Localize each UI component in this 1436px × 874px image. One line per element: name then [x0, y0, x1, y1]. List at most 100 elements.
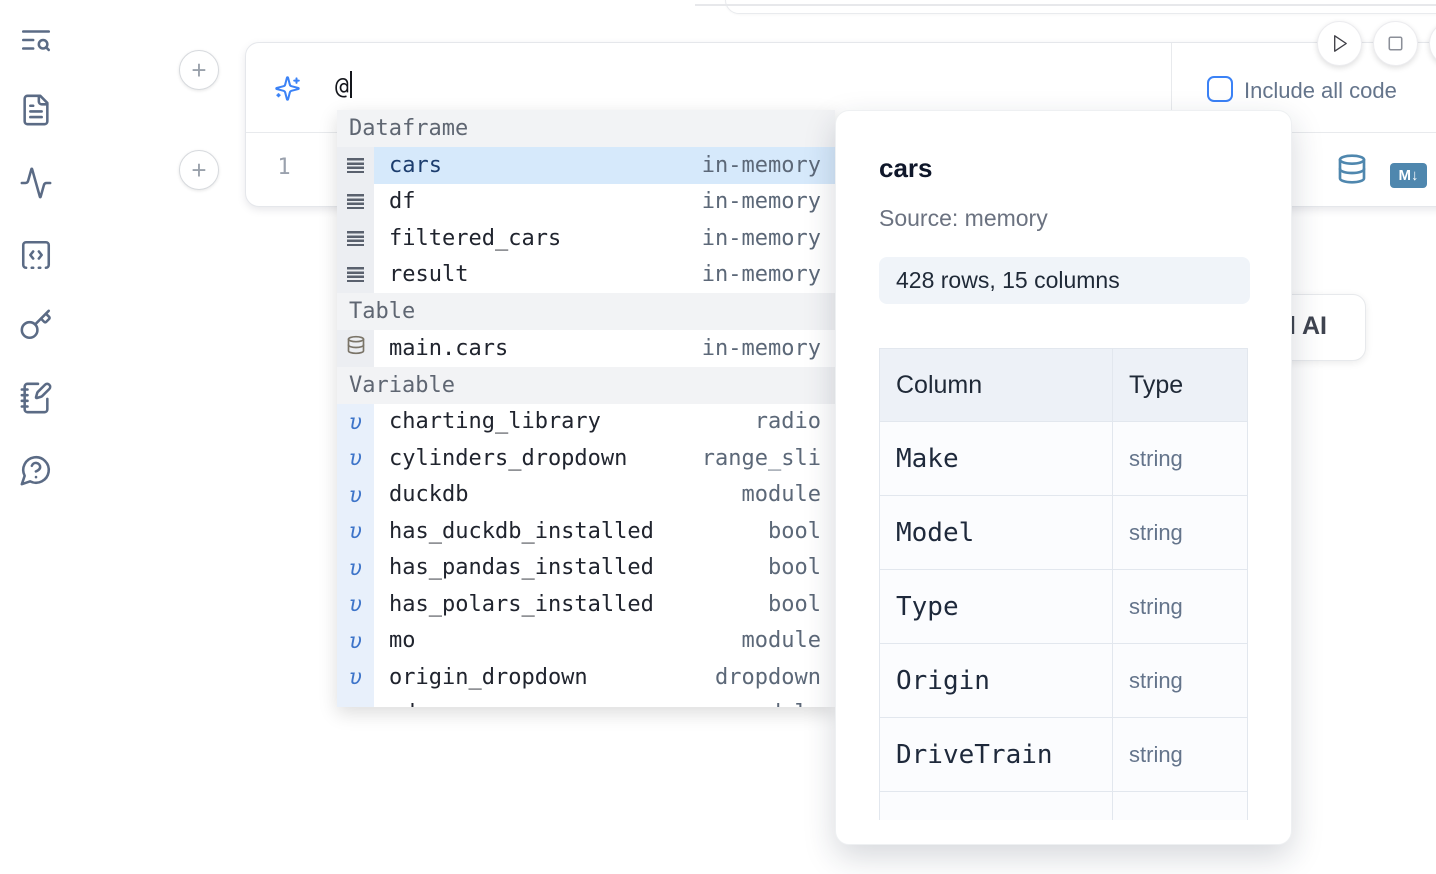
stop-icon — [1384, 32, 1407, 55]
schema-table-row-partial — [879, 792, 1248, 820]
schema-column-name: Origin — [880, 644, 1113, 717]
autocomplete-item-result[interactable]: result in-memory — [337, 257, 835, 294]
autocomplete-item-has_pandas_installed[interactable]: υhas_pandas_installed bool — [337, 550, 835, 587]
autocomplete-item-main.cars[interactable]: main.carsin-memory — [337, 330, 835, 367]
autocomplete-item-duckdb[interactable]: υduckdb module — [337, 477, 835, 514]
autocomplete-item-name: pd — [374, 701, 416, 707]
autocomplete-section-header: Variable — [337, 367, 835, 404]
autocomplete-section-header: Dataframe — [337, 110, 835, 147]
autocomplete-item-name: cars — [374, 153, 442, 178]
autocomplete-item-type: module — [742, 701, 835, 707]
autocomplete-item-name: result — [374, 262, 468, 287]
include-all-code-checkbox[interactable] — [1207, 76, 1233, 102]
dataframe-preview-popup: cars Source: memory 428 rows, 15 columns… — [835, 110, 1292, 845]
autocomplete-item-name: df — [374, 189, 416, 214]
preview-title: cars — [879, 153, 933, 184]
autocomplete-item-name: cylinders_dropdown — [374, 446, 627, 471]
autocomplete-item-name: filtered_cars — [374, 226, 561, 251]
autocomplete-item-type: bool — [768, 592, 835, 617]
variable-icon: υ — [337, 404, 374, 441]
schema-table-row: DriveTrainstring — [879, 718, 1248, 792]
variable-icon: υ — [337, 586, 374, 623]
key-icon[interactable] — [19, 308, 53, 342]
autocomplete-item-name: origin_dropdown — [374, 665, 588, 690]
autocomplete-item-name: duckdb — [374, 482, 468, 507]
autocomplete-item-type: bool — [768, 555, 835, 580]
schema-table-row: Makestring — [879, 422, 1248, 496]
autocomplete-item-cars[interactable]: cars in-memory — [337, 147, 835, 184]
variable-icon: υ — [337, 513, 374, 550]
schema-column-type: string — [1113, 422, 1247, 495]
autocomplete-item-name: has_duckdb_installed — [374, 519, 654, 544]
autocomplete-item-type: bool — [768, 519, 835, 544]
include-all-code-label: Include all code — [1244, 78, 1397, 104]
stop-cell-button[interactable] — [1373, 21, 1418, 66]
help-chat-icon[interactable] — [19, 453, 53, 487]
schema-header-type: Type — [1113, 349, 1247, 421]
run-cell-button[interactable] — [1317, 21, 1362, 66]
autocomplete-item-mo[interactable]: υmomodule — [337, 623, 835, 660]
schema-table-header-row: ColumnType — [879, 348, 1248, 422]
text-caret — [350, 71, 352, 98]
autocomplete-item-type: in-memory — [702, 226, 835, 251]
schema-column-name: DriveTrain — [880, 718, 1113, 791]
top-divider — [695, 4, 1436, 6]
schema-column-type: string — [1113, 570, 1247, 643]
autocomplete-item-name: main.cars — [374, 336, 508, 361]
variable-icon: υ — [337, 550, 374, 587]
autocomplete-item-pd[interactable]: υpdmodule — [337, 696, 835, 708]
line-number: 1 — [268, 155, 300, 180]
schema-table-row: Modelstring — [879, 496, 1248, 570]
schema-column-type: string — [1113, 644, 1247, 717]
autocomplete-item-name: has_polars_installed — [374, 592, 654, 617]
preview-source: Source: memory — [879, 205, 1048, 232]
schema-column-type: string — [1113, 718, 1247, 791]
notebook-pen-icon[interactable] — [19, 381, 53, 415]
play-icon — [1328, 32, 1351, 55]
schema-table-row: Typestring — [879, 570, 1248, 644]
preview-schema-table: ColumnTypeMakestringModelstringTypestrin… — [879, 348, 1248, 820]
autocomplete-item-type: module — [742, 628, 835, 653]
variable-icon: υ — [337, 659, 374, 696]
database-toggle-icon[interactable] — [1336, 153, 1368, 185]
autocomplete-item-name: has_pandas_installed — [374, 555, 654, 580]
file-text-icon[interactable] — [19, 93, 53, 127]
previous-cell-edge — [725, 0, 1436, 14]
autocomplete-item-origin_dropdown[interactable]: υorigin_dropdown dropdown — [337, 659, 835, 696]
text-search-icon[interactable] — [19, 23, 53, 57]
schema-column-type: string — [1113, 496, 1247, 569]
autocomplete-item-type: in-memory — [702, 262, 835, 287]
activity-icon[interactable] — [19, 166, 53, 200]
autocomplete-item-filtered_cars[interactable]: filtered_cars in-memory — [337, 220, 835, 257]
schema-column-name: Model — [880, 496, 1113, 569]
autocomplete-item-type: dropdown — [715, 665, 835, 690]
variable-icon: υ — [337, 477, 374, 514]
autocomplete-item-type: range_sli — [702, 446, 835, 471]
autocomplete-item-type: in-memory — [702, 189, 835, 214]
autocomplete-item-cylinders_dropdown[interactable]: υcylinders_dropdownrange_sli — [337, 440, 835, 477]
preview-summary-badge: 428 rows, 15 columns — [879, 257, 1250, 304]
autocomplete-item-name: charting_library — [374, 409, 601, 434]
dataframe-rows-icon — [337, 220, 374, 257]
dataframe-rows-icon — [337, 257, 374, 294]
autocomplete-item-type: in-memory — [702, 153, 835, 178]
code-snippet-icon[interactable] — [19, 238, 53, 272]
autocomplete-section-header: Table — [337, 293, 835, 330]
autocomplete-item-name: mo — [374, 628, 416, 653]
markdown-toggle-icon[interactable]: M↓ — [1390, 163, 1427, 188]
dataframe-rows-icon — [337, 184, 374, 221]
sparkles-icon — [274, 75, 301, 102]
dataframe-rows-icon — [337, 147, 374, 184]
schema-header-column: Column — [880, 349, 1113, 421]
add-cell-button-top[interactable]: + — [179, 50, 219, 90]
ai-card-label: l AI — [1289, 312, 1327, 341]
add-cell-button-bottom[interactable]: + — [179, 150, 219, 190]
autocomplete-item-charting_library[interactable]: υcharting_libraryradio — [337, 404, 835, 441]
autocomplete-item-has_duckdb_installed[interactable]: υhas_duckdb_installed bool — [337, 513, 835, 550]
autocomplete-item-df[interactable]: df in-memory — [337, 184, 835, 221]
database-icon — [337, 330, 374, 367]
schema-column-type — [1113, 792, 1247, 820]
autocomplete-item-type: module — [742, 482, 835, 507]
autocomplete-item-has_polars_installed[interactable]: υhas_polars_installed bool — [337, 586, 835, 623]
ai-prompt-input[interactable]: @ — [335, 71, 352, 100]
